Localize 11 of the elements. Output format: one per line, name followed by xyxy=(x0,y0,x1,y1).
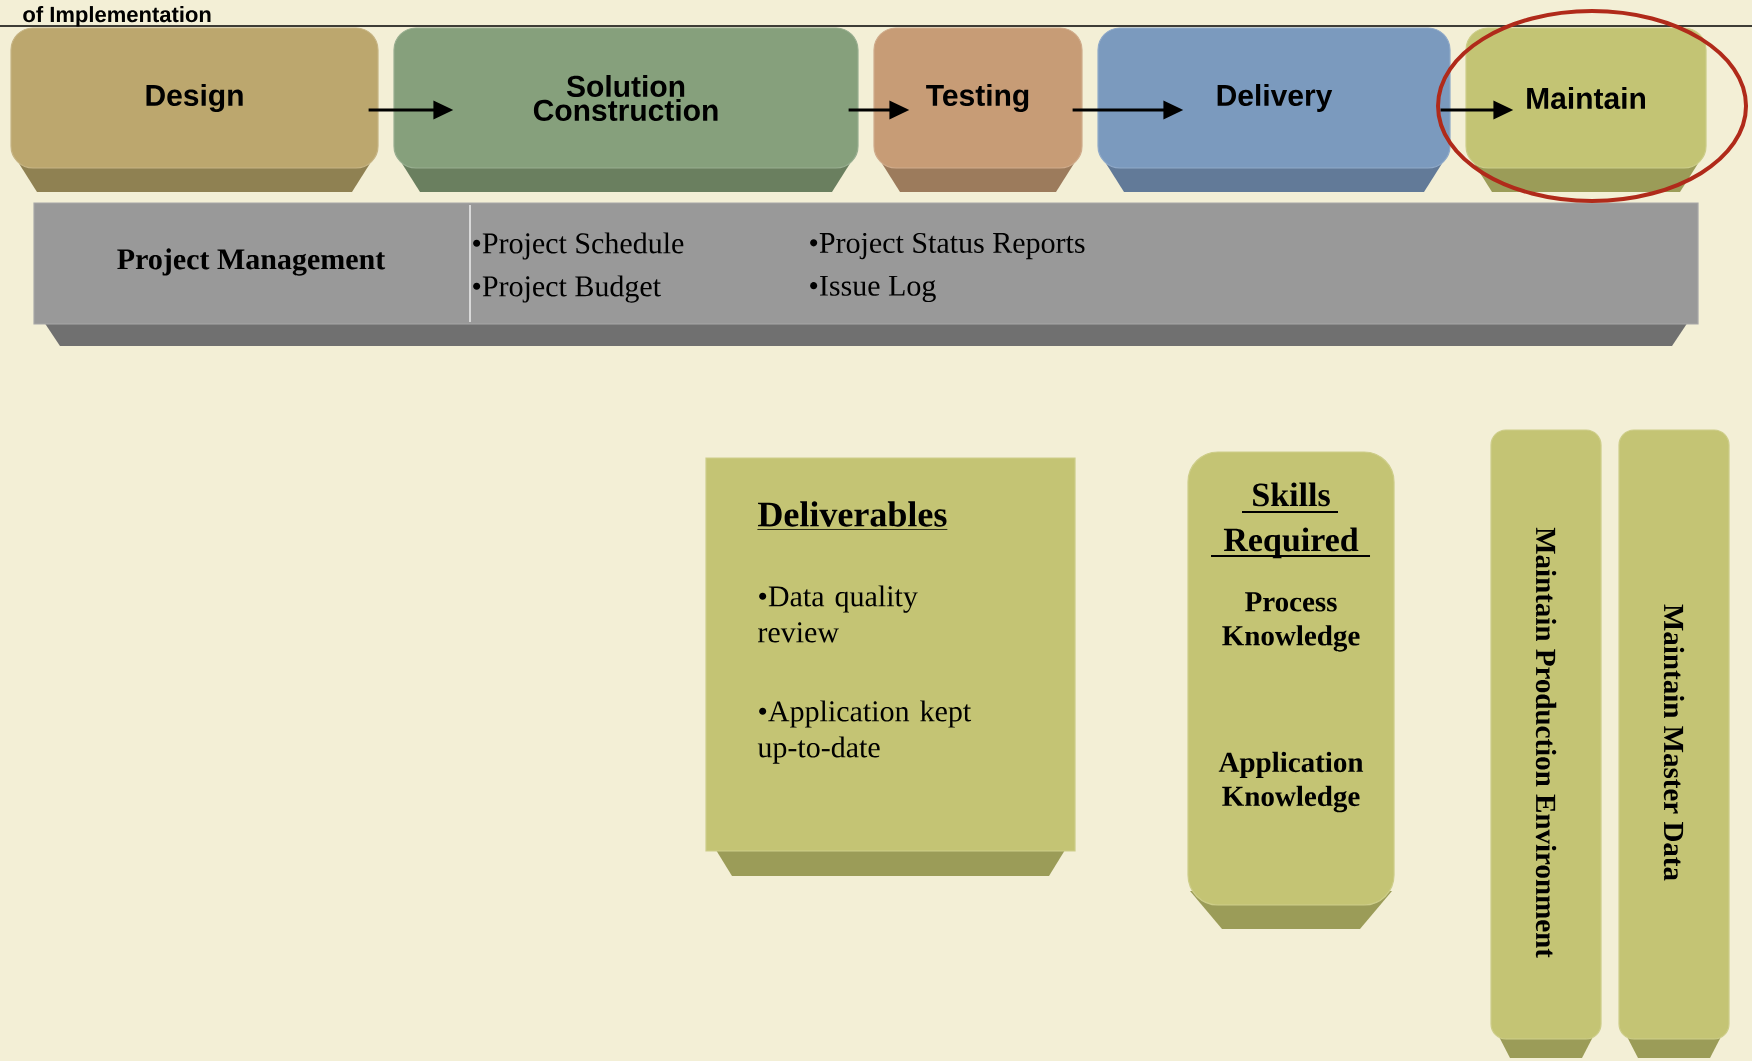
phase-box: Solution Construction xyxy=(393,27,859,192)
skills-box: Skills Required Process Knowledge Application Knowledge xyxy=(1187,451,1395,929)
phase-box: Testing xyxy=(873,27,1083,192)
phase-box: Design xyxy=(10,27,379,192)
phase-box: Delivery xyxy=(1097,27,1451,192)
vertical-bar: Maintain Production Environment xyxy=(1490,429,1602,1058)
phase-box: Maintain xyxy=(1465,27,1707,192)
deliverables-box: Deliverables •Data quality review •Application kept up-to-date xyxy=(705,457,1076,876)
title: of Implementation xyxy=(23,6,211,27)
management-band: Project Management •Project Schedule •Project Budget •Project Status Reports •Issue Log xyxy=(33,202,1699,346)
vertical-bar: Maintain Master Data xyxy=(1618,429,1730,1058)
